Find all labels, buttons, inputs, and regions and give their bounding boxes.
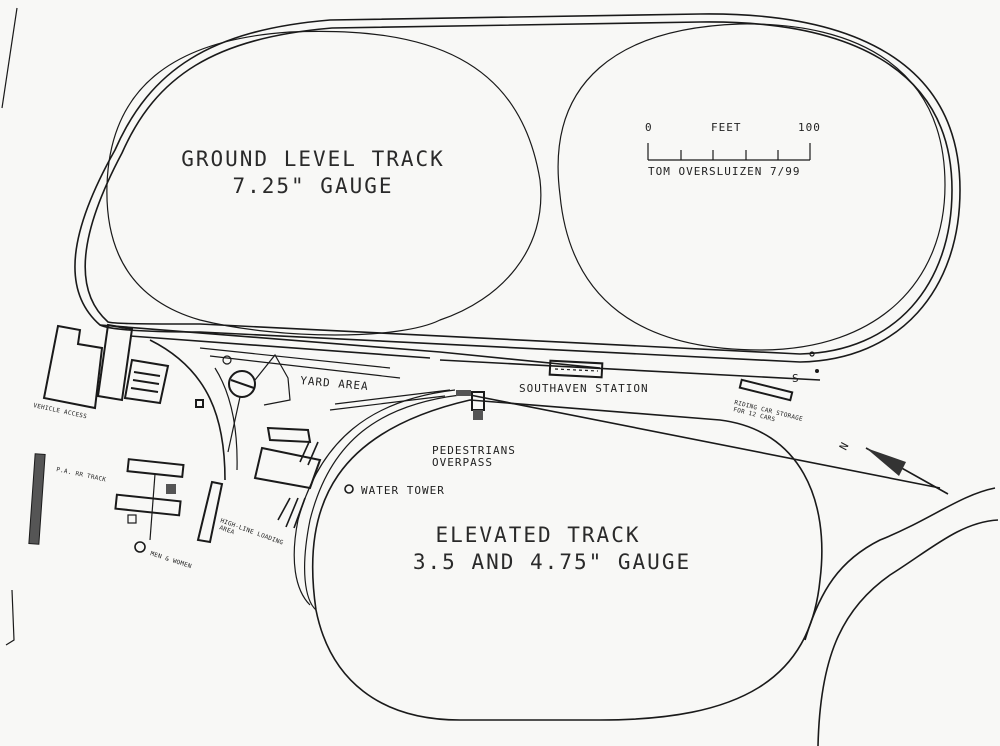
southaven-station (548, 359, 604, 379)
water-tower-icon (344, 484, 354, 494)
ground-level-track (74, 13, 961, 363)
scale-bar (647, 143, 811, 161)
men-women-label: MEN & WOMEN (149, 550, 192, 570)
high-line-loading-area (196, 426, 322, 544)
scale-end-label: 100 (798, 121, 821, 134)
elevated-track-title: ELEVATED TRACK (435, 523, 640, 547)
pa-rr-track (28, 453, 46, 545)
signal-s-label: S (792, 372, 800, 385)
pedestrians-overpass-label-2: OVERPASS (432, 456, 493, 469)
elevated-track (293, 389, 823, 721)
elevated-track-gauge: 3.5 AND 4.75" GAUGE (413, 550, 691, 574)
signal-icon (815, 369, 819, 373)
stream-bank (817, 519, 999, 746)
restroom-buildings (114, 458, 185, 553)
pedestrians-overpass-label-1: PEDESTRIANS (432, 444, 516, 457)
high-line-loading-label-2: AREA (218, 524, 235, 536)
yard-area-label: YARD AREA (300, 374, 369, 393)
pedestrian-overpass (456, 390, 485, 420)
ground-track-gauge: 7.25" GAUGE (232, 174, 393, 198)
riding-car-storage (738, 378, 794, 402)
scale-unit-label: FEET (711, 121, 742, 134)
north-arrow-icon (865, 447, 949, 495)
signal-icon (809, 351, 815, 357)
stream-bank (804, 487, 996, 641)
north-label: N (837, 440, 852, 453)
ground-track-title: GROUND LEVEL TRACK (181, 147, 445, 171)
property-boundary-line (1, 7, 18, 109)
property-boundary-line (5, 589, 15, 646)
drawing-credit: TOM OVERSLUIZEN 7/99 (648, 165, 800, 178)
vehicle-access-buildings (42, 323, 204, 410)
yard-tracks (99, 324, 941, 489)
scale-start-label: 0 (645, 121, 653, 134)
pa-rr-track-label: P.A. RR TRACK (56, 466, 107, 483)
southaven-station-label: SOUTHAVEN STATION (519, 382, 649, 395)
water-tower-label: WATER TOWER (361, 484, 445, 497)
turntable (222, 353, 291, 453)
